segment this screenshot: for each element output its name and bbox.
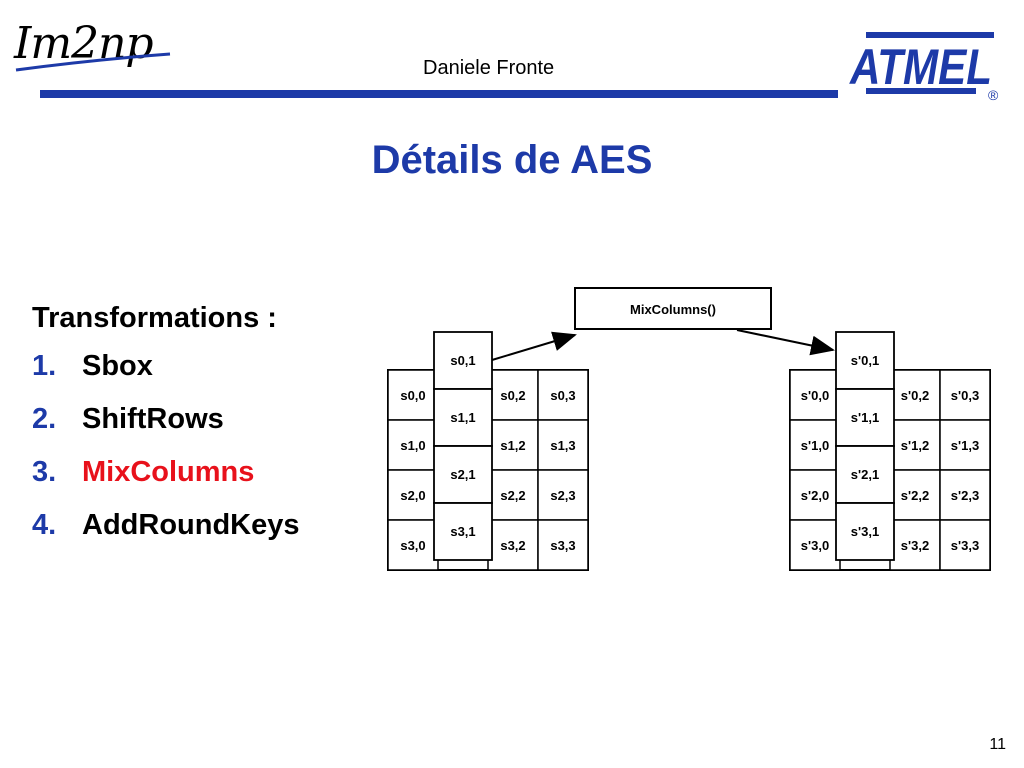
state-before-grid: s0,0 s0,2 s0,3 s1,0 s1,2 s1,3 s2,0 s2,2 s2,3 s3,0… [387, 331, 589, 571]
list-label: ShiftRows [82, 403, 224, 435]
im2np-logo: Im2np [10, 14, 175, 76]
state-after-cell [939, 369, 991, 421]
atmel-logo: ATMEL ® [846, 30, 1006, 103]
state-before-cell-label: s3,0 [400, 538, 425, 553]
state-before-cell-label: s3,3 [550, 538, 575, 553]
registered-mark: ® [988, 87, 999, 102]
list-number: 4. [32, 509, 57, 541]
state-after-column-cell [835, 445, 895, 504]
state-after-cell-label: s'2,2 [901, 488, 929, 503]
state-before-cell [387, 369, 439, 421]
state-after-column-cell-label: s'3,1 [851, 524, 879, 539]
list-label: AddRoundKeys [82, 509, 300, 541]
state-after-cell [939, 519, 991, 571]
input-arrow [491, 331, 577, 361]
state-after-column-cell-label: s'2,1 [851, 467, 879, 482]
transformations-list: Transformations : 1. Sbox 2. ShiftRows 3… [32, 302, 300, 562]
state-after-cell-label: s'3,3 [951, 538, 979, 553]
state-before-cell [387, 519, 439, 571]
state-before-cell [387, 469, 439, 521]
state-after-cell [939, 469, 991, 521]
mixcolumns-operation-box [574, 287, 772, 330]
state-before-cell-label: s1,2 [500, 438, 525, 453]
state-after-cell-label: s'3,2 [901, 538, 929, 553]
state-after-cell [889, 419, 941, 471]
state-after-cell [789, 469, 841, 521]
mixcolumns-operation-label: MixColumns() [630, 302, 716, 317]
state-before-cell-label: s2,0 [400, 488, 425, 503]
list-number: 3. [32, 456, 57, 488]
state-before-cell [537, 469, 589, 521]
state-before-column-cell-label: s3,1 [450, 524, 475, 539]
state-before-cell-label: s1,0 [400, 438, 425, 453]
state-after-cell-label: s'1,2 [901, 438, 929, 453]
page-number: 11 [989, 736, 1006, 753]
mixcolumns-diagram: MixColumns() s0,0 s0,2 s0,3 s1,0 s1,2 s1,3 s2,… [380, 280, 1000, 585]
state-before-cell [487, 369, 539, 421]
state-before-cell-label: s0,3 [550, 388, 575, 403]
slide-title: Détails de AES [371, 138, 653, 182]
header-divider [40, 90, 838, 98]
state-before-column-cell-label: s0,1 [450, 353, 475, 368]
list-item-mixcolumns: 3. MixColumns [32, 456, 300, 509]
list-label: MixColumns [82, 456, 255, 488]
state-before-cell [387, 419, 439, 471]
state-after-cell-label: s'2,3 [951, 488, 979, 503]
state-after-grid: s'0,0 s'0,2 s'0,3 s'1,0 s'1,2 s'1,3 s'2,0 s'2,2… [789, 331, 991, 571]
state-after-column-cell-label: s'0,1 [851, 353, 879, 368]
state-after-cell-label: s'0,2 [901, 388, 929, 403]
mixcolumns-diagram-svg: MixColumns() s0,0 s0,2 s0,3 s1,0 s1,2 s1,3 s2,… [387, 287, 991, 571]
list-intro: Transformations : [32, 302, 277, 334]
author-name: Daniele Fronte [423, 57, 555, 79]
state-before-cell-label: s0,0 [400, 388, 425, 403]
state-after-cell-label: s'0,0 [801, 388, 829, 403]
state-after-cell-label: s'3,0 [801, 538, 829, 553]
state-before-column-cell-label: s2,1 [450, 467, 475, 482]
list-item-shiftrows: 2. ShiftRows [32, 403, 300, 456]
list-item-addroundkeys: 4. AddRoundKeys [32, 509, 300, 562]
state-before-cell-label: s3,2 [500, 538, 525, 553]
state-before-cell [487, 519, 539, 571]
state-before-column-cell-label: s1,1 [450, 410, 475, 425]
state-after-cell [939, 419, 991, 471]
list-label: Sbox [82, 350, 153, 382]
atmel-logo-text: ATMEL [848, 39, 992, 95]
state-before-cell-label: s2,2 [500, 488, 525, 503]
state-before-cell-label: s1,3 [550, 438, 575, 453]
state-before-cell-label: s0,2 [500, 388, 525, 403]
state-before-cell-label: s2,3 [550, 488, 575, 503]
state-after-column-cell [835, 502, 895, 561]
state-after-cell [789, 519, 841, 571]
state-before-cell [537, 519, 589, 571]
state-before-column-cell [433, 502, 493, 561]
state-after-cell-label: s'1,0 [801, 438, 829, 453]
state-after-column-cell-label: s'1,1 [851, 410, 879, 425]
state-after-cell-label: s'1,3 [951, 438, 979, 453]
list-number: 1. [32, 350, 57, 382]
state-after-cell-label: s'0,3 [951, 388, 979, 403]
list-number: 2. [32, 403, 57, 435]
list-item-sbox: 1. Sbox [32, 350, 300, 403]
output-arrow [736, 329, 835, 356]
state-after-cell-label: s'2,0 [801, 488, 829, 503]
